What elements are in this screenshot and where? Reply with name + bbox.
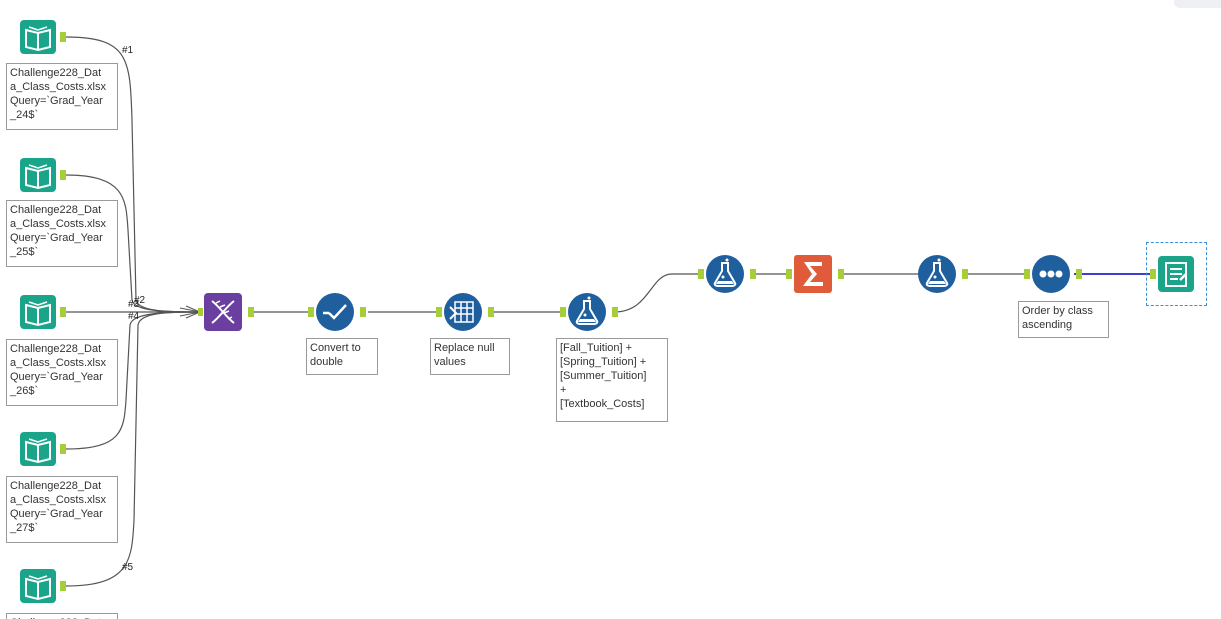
connection-label-5: #5	[122, 562, 134, 573]
sort-tool[interactable]	[1024, 255, 1082, 293]
formula-tool-2[interactable]	[698, 255, 756, 293]
formula-flask-icon	[925, 258, 949, 287]
data-cleansing-annotation: Replace null values	[430, 338, 510, 375]
input-2-annotation: Challenge228_Dat a_Class_Costs.xlsx Quer…	[6, 200, 118, 267]
union-tool[interactable]	[198, 293, 254, 331]
input-4-annotation: Challenge228_Dat a_Class_Costs.xlsx Quer…	[6, 476, 118, 543]
book-icon	[25, 164, 51, 190]
select-tool-annotation: Convert to double	[306, 338, 378, 375]
wire-formula1-formula2[interactable]	[613, 273, 700, 313]
wire-input-5-union[interactable]	[65, 311, 201, 587]
data-cleansing-icon	[449, 301, 474, 323]
input-3-annotation: Challenge228_Dat a_Class_Costs.xlsx Quer…	[6, 339, 118, 406]
select-tool[interactable]	[308, 293, 366, 331]
select-check-icon	[323, 304, 347, 320]
summarize-tool[interactable]	[786, 255, 844, 293]
formula-flask-icon	[575, 296, 599, 325]
book-icon	[25, 438, 51, 464]
summarize-sigma-icon	[803, 262, 823, 286]
formula-tool-1[interactable]	[560, 293, 618, 331]
browse-tool[interactable]	[1150, 256, 1194, 292]
formula-1-annotation: [Fall_Tuition] + [Spring_Tuition] + [Sum…	[556, 338, 668, 422]
selected-tool-outline	[1146, 242, 1207, 306]
connection-wires	[65, 36, 1026, 587]
union-dna-icon	[211, 300, 235, 324]
data-cleansing-tool[interactable]	[436, 293, 494, 331]
connection-label-2: #2	[134, 295, 146, 306]
input-tool-1[interactable]	[20, 20, 66, 54]
sort-dots-icon	[1039, 270, 1063, 278]
canvas-corner-tab	[1174, 0, 1221, 8]
input-tool-3[interactable]	[20, 295, 66, 329]
browse-icon	[1165, 262, 1187, 287]
book-icon	[25, 301, 51, 327]
book-icon	[25, 26, 51, 52]
formula-tool-3[interactable]	[918, 255, 968, 293]
input-1-annotation: Challenge228_Dat a_Class_Costs.xlsx Quer…	[6, 63, 118, 130]
input-tool-2[interactable]	[20, 158, 66, 192]
connection-label-3: #3	[128, 299, 140, 310]
sort-tool-annotation: Order by class ascending	[1018, 301, 1109, 338]
input-tool-5[interactable]	[20, 569, 66, 603]
book-icon	[25, 575, 51, 601]
input-tool-4[interactable]	[20, 432, 66, 466]
input-5-annotation: Challenge228_Dat	[6, 613, 118, 619]
connection-label-4: #4	[128, 311, 140, 322]
connection-label-1: #1	[122, 45, 134, 56]
formula-flask-icon	[713, 258, 737, 287]
